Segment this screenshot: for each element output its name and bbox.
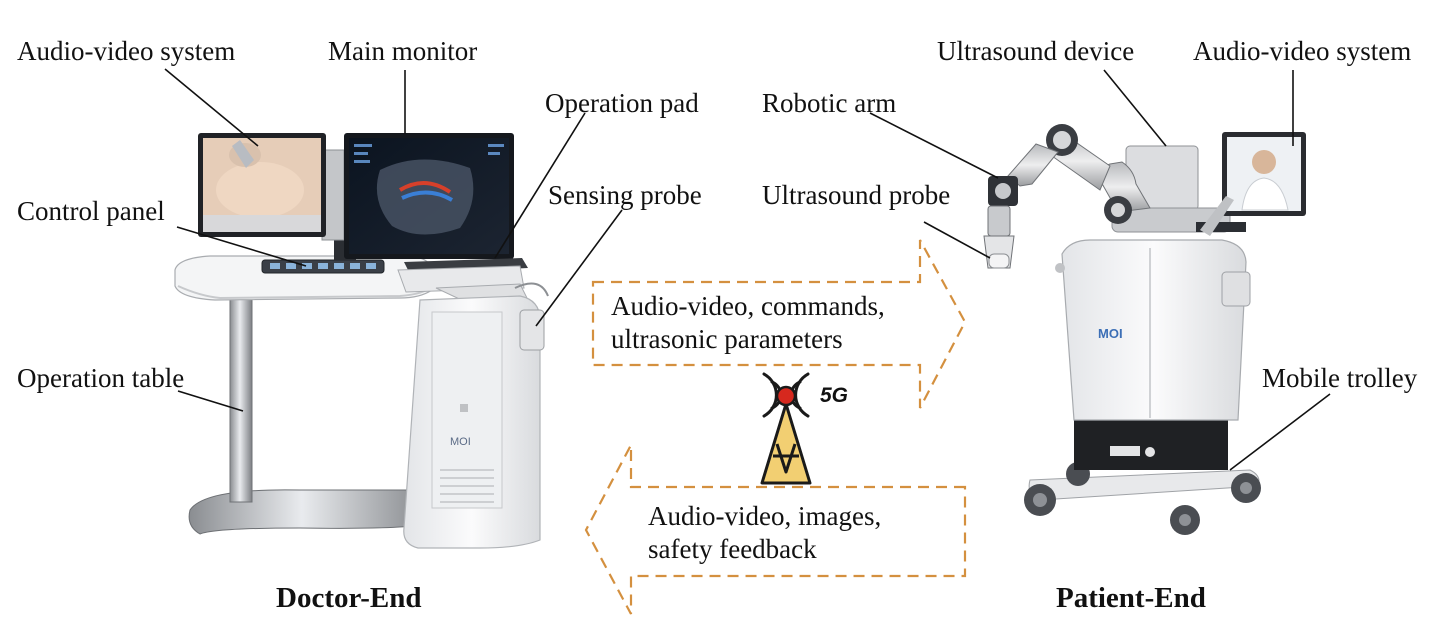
trolley-body: [1061, 239, 1247, 421]
trolley-logo: MOI: [1098, 326, 1123, 341]
doctor-end-title: Doctor-End: [276, 582, 422, 614]
arrow-to-patient-line2: ultrasonic parameters: [611, 324, 843, 354]
patient-end-title: Patient-End: [1056, 582, 1206, 614]
label-operation-table: Operation table: [17, 363, 185, 393]
label-mobile-trolley: Mobile trolley: [1262, 363, 1418, 393]
antenna-icon: [760, 372, 812, 485]
operation-table-base: [188, 489, 441, 535]
arrow-to-doctor: [584, 444, 967, 615]
arrow-to-patient: [591, 239, 967, 409]
leader-robotic-arm: [869, 112, 999, 179]
label-control-panel: Control panel: [17, 196, 165, 226]
label-ultrasound-probe: Ultrasound probe: [762, 180, 951, 210]
ultrasound-probe: [987, 205, 1011, 237]
network-5g-tag: 5G: [820, 384, 849, 407]
arrow-to-doctor-line2: safety feedback: [648, 534, 817, 564]
arrow-to-doctor-text: Audio-video, images, safety feedback: [648, 500, 881, 566]
leader-mobile-trolley: [1229, 393, 1331, 471]
leader-control-panel: [176, 226, 307, 267]
arrow-to-patient-text: Audio-video, commands, ultrasonic parame…: [611, 290, 885, 356]
leader-ultrasound-probe: [923, 221, 991, 259]
leader-doctor-av: [164, 68, 259, 147]
label-ultrasound-device: Ultrasound device: [937, 36, 1135, 66]
patient-cart: MOI: [983, 124, 1306, 535]
operation-table-column: [229, 291, 253, 503]
label-doctor-audio-video-system: Audio-video system: [17, 36, 236, 66]
doctor-cabinet-logo: MOI: [450, 436, 471, 448]
trolley-base: [1028, 469, 1260, 501]
leader-operation-pad: [494, 112, 586, 259]
leader-sensing-probe: [535, 209, 623, 327]
leader-ultrasound-device: [1103, 69, 1167, 147]
arrow-to-patient-line1: Audio-video, commands,: [611, 291, 885, 321]
label-robotic-arm: Robotic arm: [762, 88, 897, 118]
label-operation-pad: Operation pad: [545, 88, 699, 118]
robotic-arm: [983, 124, 1151, 269]
leader-operation-table: [177, 390, 244, 412]
leader-lines: [164, 68, 1331, 471]
sensing-probe-holder: [519, 309, 545, 351]
label-main-monitor: Main monitor: [328, 36, 478, 66]
doctor-workstation: MOI: [174, 133, 549, 549]
arrow-to-doctor-line1: Audio-video, images,: [648, 501, 882, 531]
label-sensing-probe: Sensing probe: [548, 180, 702, 210]
label-patient-audio-video-system: Audio-video system: [1193, 36, 1412, 66]
